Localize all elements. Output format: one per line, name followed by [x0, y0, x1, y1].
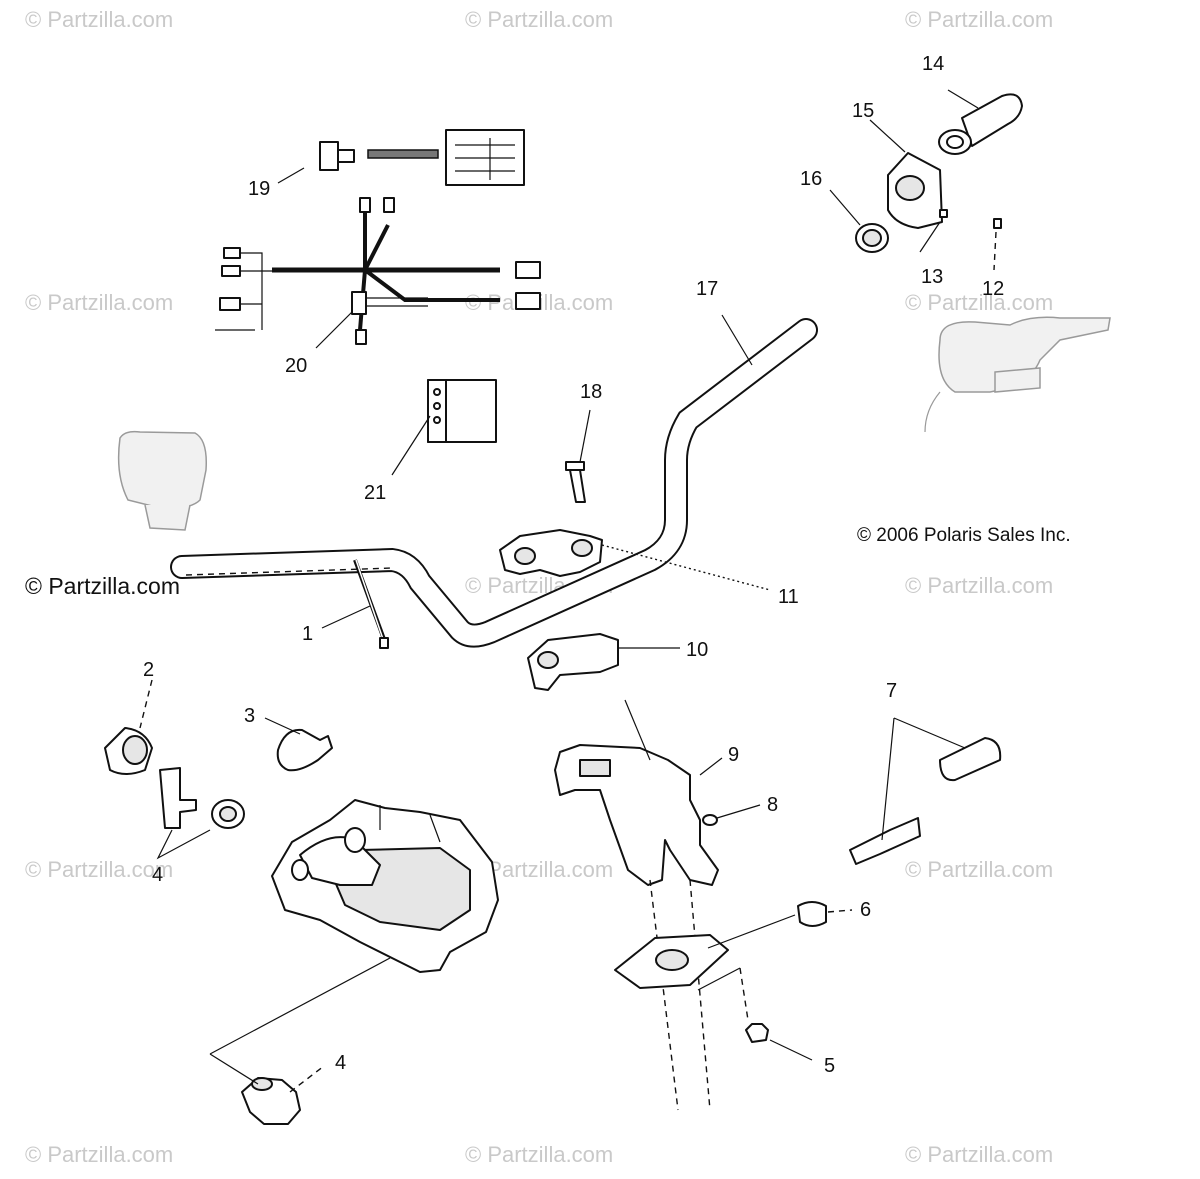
callout-16: 16: [800, 168, 822, 190]
part-13-screw: [919, 209, 948, 253]
watermark-row4-left: © Partzilla.com: [25, 857, 173, 882]
watermark-bottom-right: © Partzilla.com: [905, 1142, 1053, 1167]
callout-19: 19: [248, 178, 270, 200]
callout-1: 1: [302, 623, 313, 645]
watermark-row2-right: © Partzilla.com: [905, 290, 1053, 315]
steering-post: [614, 879, 729, 1111]
callout-14: 14: [922, 53, 944, 75]
watermark-main: © Partzilla.com: [25, 573, 180, 599]
callout-2: 2: [143, 659, 154, 681]
callout-20: 20: [285, 355, 307, 377]
copyright-notice: © 2006 Polaris Sales Inc.: [857, 525, 1071, 546]
callout-3: 3: [244, 705, 255, 727]
callout-labels: 1 2 3 4 4 5 6 7 8 9 10 11 12 13 14 15 16…: [143, 53, 1004, 1077]
watermark-top-center: © Partzilla.com: [465, 7, 613, 32]
watermark-row4-right: © Partzilla.com: [905, 857, 1053, 882]
part-4-switch-lower: [209, 1053, 325, 1125]
part-11-upper-clamp: [499, 529, 771, 591]
part-14-grip: [938, 89, 1023, 155]
callout-13: 13: [921, 266, 943, 288]
watermark-top-left: © Partzilla.com: [25, 7, 173, 32]
ghost-left-switch-housing: [117, 430, 208, 531]
part-1-cable-tie: [321, 559, 389, 649]
part-6-bushing: [707, 901, 853, 949]
part-20-main-wiring-harness: [215, 197, 541, 349]
ghost-right-brake-lever: [924, 316, 1111, 433]
callout-17: 17: [696, 278, 718, 300]
callout-15: 15: [852, 100, 874, 122]
watermark-top-right: © Partzilla.com: [905, 7, 1053, 32]
part-8-screw: [702, 804, 761, 826]
callout-10: 10: [686, 639, 708, 661]
part-12-screw: [993, 218, 1002, 271]
part-2-cap: [104, 679, 153, 775]
part-15-throttle-housing: [869, 119, 943, 229]
callout-9: 9: [728, 744, 739, 766]
callout-18: 18: [580, 381, 602, 403]
part-4-key-and-ring: [156, 767, 245, 860]
part-10-lower-clamp: [527, 633, 680, 691]
part-9-bracket: [554, 699, 723, 886]
watermark-bottom-left: © Partzilla.com: [25, 1142, 173, 1167]
watermark-bottom-center: © Partzilla.com: [465, 1142, 613, 1167]
part-5-nut: [697, 967, 813, 1061]
instrument-pod-housing: [209, 799, 499, 1055]
callout-12: 12: [982, 278, 1004, 300]
callout-6: 6: [860, 899, 871, 921]
callout-7: 7: [886, 680, 897, 702]
callout-21: 21: [364, 482, 386, 504]
part-3-cap: [264, 717, 333, 772]
part-7-plug: [849, 717, 1002, 865]
watermark-row3-right: © Partzilla.com: [905, 573, 1053, 598]
part-18-bolt: [565, 409, 591, 503]
callout-11: 11: [778, 586, 799, 608]
callout-8: 8: [767, 794, 778, 816]
part-21-control-module: [351, 291, 497, 476]
part-17-handlebar: [170, 314, 818, 648]
callout-5: 5: [824, 1055, 835, 1077]
watermark-row2-left: © Partzilla.com: [25, 290, 173, 315]
part-19-harness-connector: [277, 129, 525, 186]
callout-4-lower: 4: [335, 1052, 346, 1074]
part-16-boot: [829, 189, 889, 253]
callout-4-upper: 4: [152, 864, 163, 886]
